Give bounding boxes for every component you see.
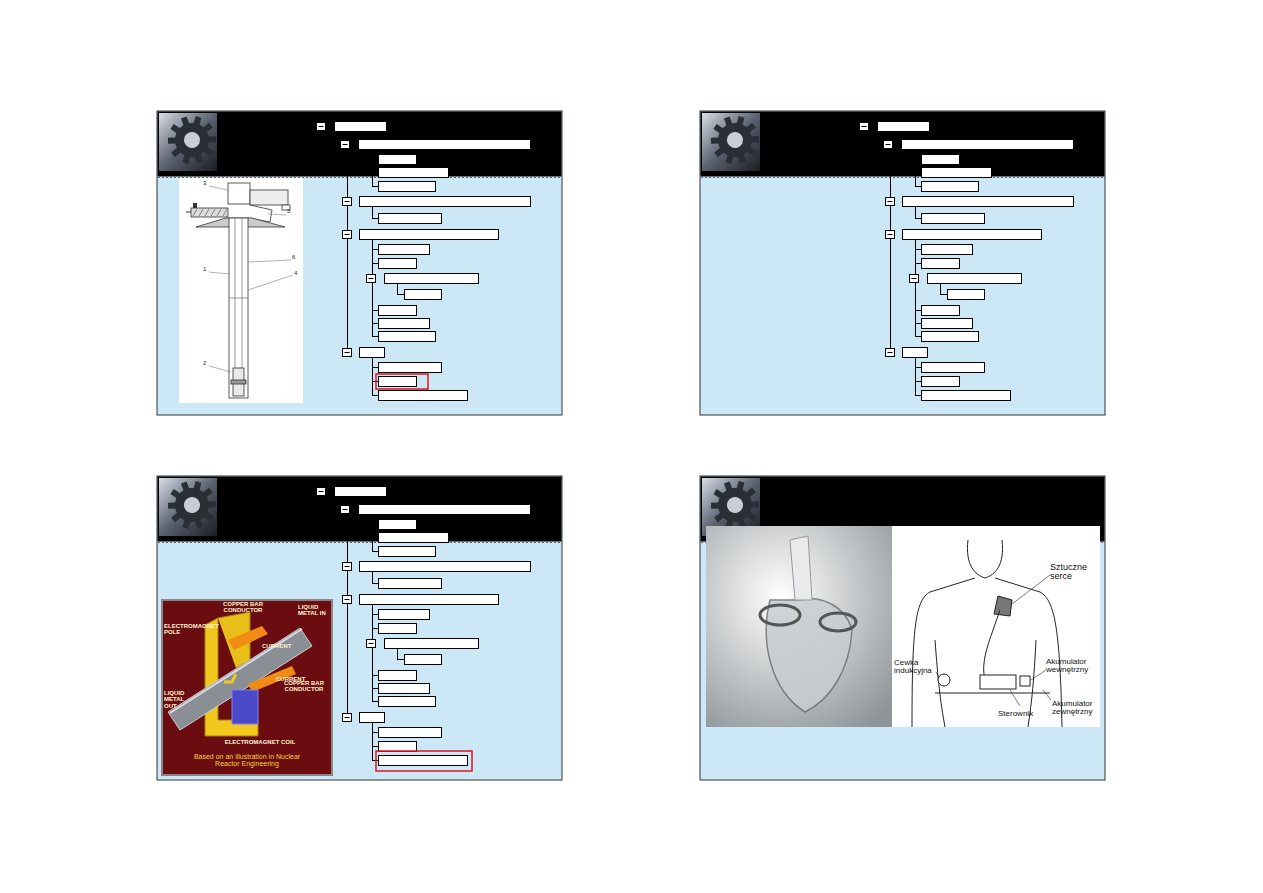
logo-tile (159, 113, 217, 171)
outline-tree (860, 122, 1074, 401)
callout-number: 1 (203, 266, 211, 272)
illustration-label: ELECTROMAGNET COIL (222, 739, 298, 745)
callout-number: 5 (287, 208, 295, 214)
slide (700, 474, 1105, 780)
pump-drawing (179, 178, 303, 403)
highlight-box (376, 751, 472, 771)
callout-number: 6 (292, 254, 300, 260)
slide (700, 109, 1105, 415)
body-sketch (892, 526, 1100, 727)
outline-tree (317, 487, 531, 766)
illustration-label: LIQUID METAL IN (298, 604, 330, 617)
header-rule (158, 177, 561, 178)
slide-frame (157, 476, 562, 780)
slide-frame (700, 111, 1105, 415)
illustration-label: CURRENT (262, 643, 294, 649)
illustration-label: COPPER BAR CONDUCTOR (212, 601, 274, 614)
slide-frame (700, 476, 1105, 780)
callout-number: 3 (203, 180, 211, 186)
figure-label: Akumulator wewnętrzny (1046, 658, 1100, 675)
artificial-heart-photo (706, 526, 892, 727)
logo-tile (159, 478, 217, 536)
slide (157, 109, 562, 415)
gear-icon (161, 474, 222, 535)
slide (157, 474, 562, 780)
illustration-label: LIQUID METAL OUT (164, 690, 194, 709)
callout-number: 4 (294, 270, 302, 276)
logo-tile (702, 113, 760, 171)
outline-tree (317, 122, 531, 401)
header-rule (158, 542, 561, 543)
em-pump-illustration (162, 600, 332, 775)
callout-number: 2 (203, 360, 211, 366)
header-band (158, 112, 562, 177)
highlight-box (376, 374, 428, 389)
figure-label: Sterownik (998, 710, 1046, 718)
slide-frame (157, 111, 562, 415)
illustration-label: Based on an illustration in Nuclear Reac… (186, 753, 308, 768)
header-band (158, 477, 562, 542)
header-band (701, 112, 1105, 177)
figure-label: Cewka indukcyjna (894, 659, 938, 676)
gear-icon (704, 109, 765, 170)
figure-label: Sztuczne serce (1050, 563, 1098, 582)
figure-label: Akumulator zewnętrzny (1052, 700, 1102, 717)
header-rule (701, 177, 1104, 178)
gear-icon (161, 109, 222, 170)
illustration-label: COPPER BAR CONDUCTOR (278, 680, 330, 693)
illustration-label: ELECTROMAGNET POLE (164, 623, 208, 636)
